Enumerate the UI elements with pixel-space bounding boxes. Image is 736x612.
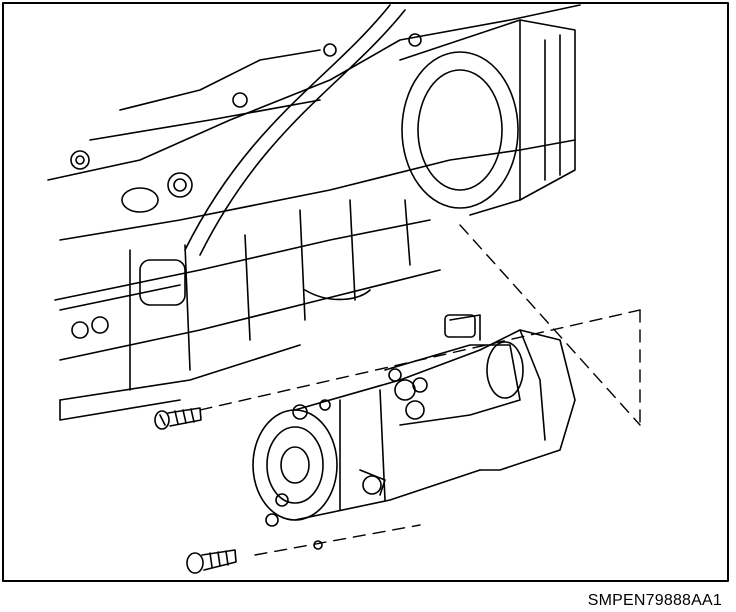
mounting-bolt-upper (154, 407, 202, 430)
starter-motor (252, 314, 576, 550)
solenoid (384, 344, 521, 426)
figure-caption-code: SMPEN79888AA1 (587, 592, 722, 609)
mounting-bolt-lower (186, 549, 237, 574)
bellhousing-opening (401, 51, 519, 209)
diagram-border (2, 2, 729, 582)
engine-block (47, 4, 581, 421)
